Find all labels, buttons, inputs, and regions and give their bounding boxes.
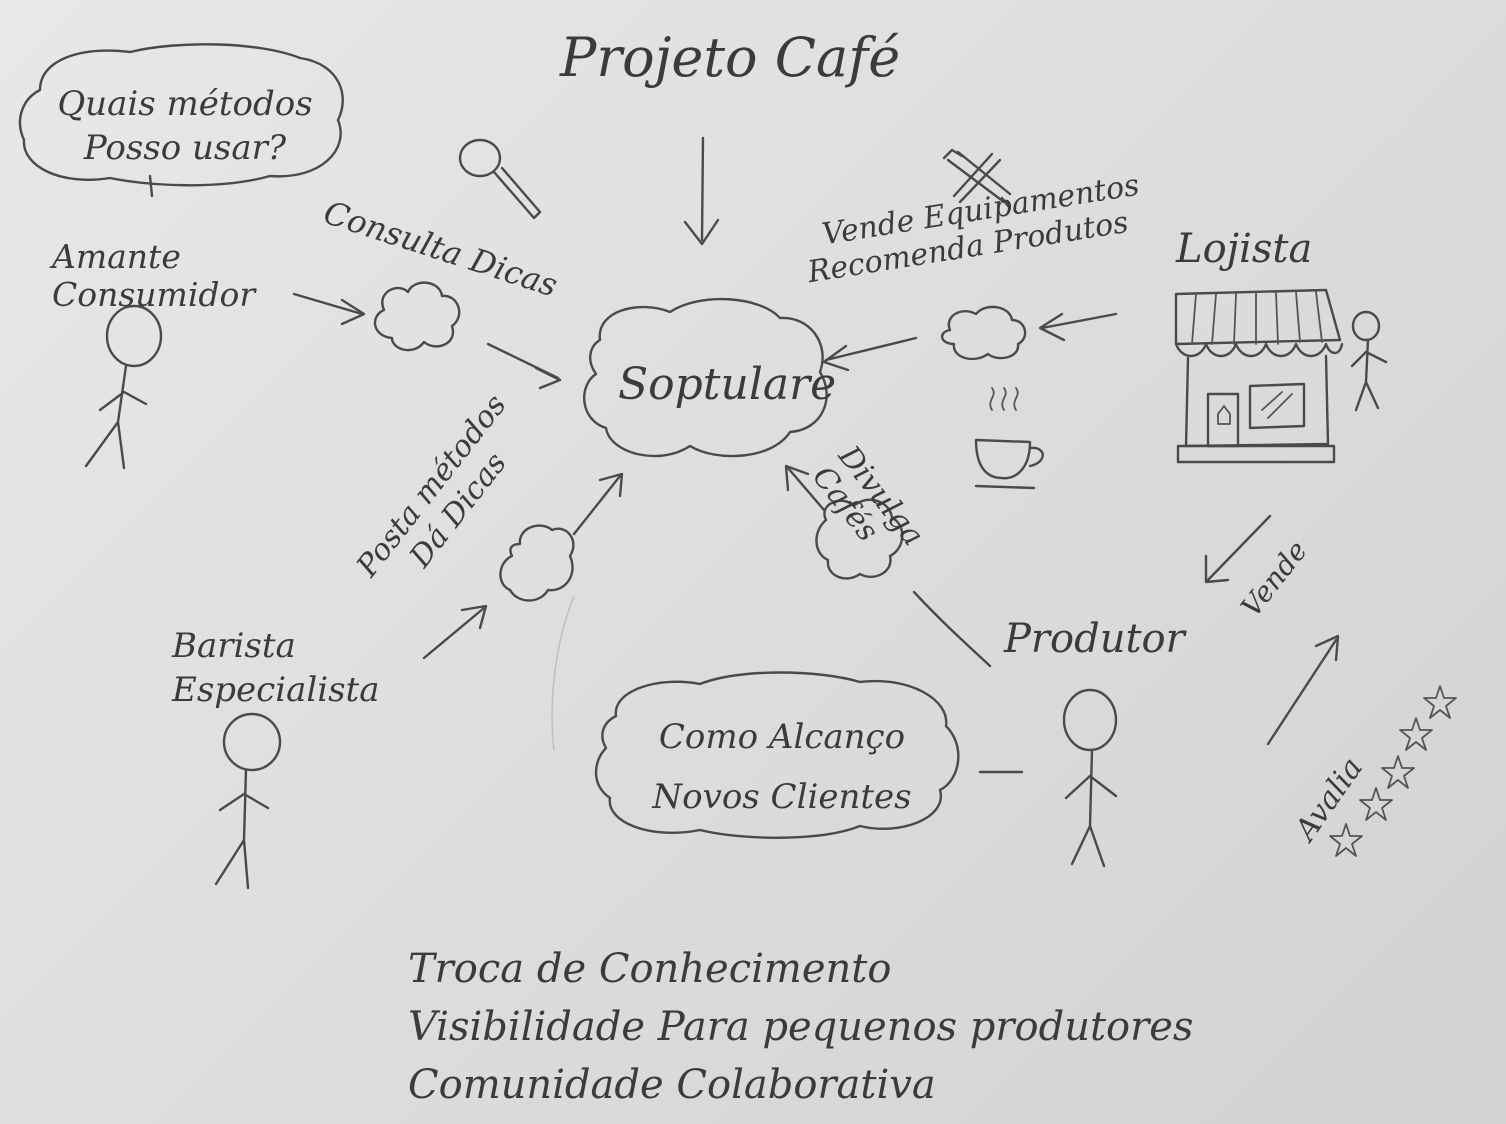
actor-amante-line2: Consumidor [52, 274, 256, 314]
stick-figure-barista [214, 712, 282, 890]
center-cloud-shape [583, 297, 828, 458]
stick-figure-produtor [1062, 688, 1118, 868]
speech-bubble-text: Quais métodos Posso usar? [40, 82, 330, 170]
page-title: Projeto Café [560, 26, 901, 89]
footer-line-1: Troca de Conhecimento [408, 946, 892, 992]
footer-notes: Troca de Conhecimento Visibilidade Para … [408, 940, 1193, 1114]
actor-barista-label: Barista Especialista [172, 624, 379, 712]
arrow-amante-to-cloud [292, 292, 366, 326]
actor-produtor-label: Produtor [1004, 616, 1185, 662]
arrow-vende-to-center [822, 336, 918, 372]
arrow-barista-to-cloud [422, 604, 488, 660]
actor-barista-line1: Barista [172, 626, 296, 666]
tools-icon [942, 148, 1012, 208]
speech-bubble-shape [18, 43, 344, 198]
cloud-consulta [373, 281, 461, 352]
arrow-title-to-center [683, 136, 720, 246]
central-node-label: Soptulare [618, 359, 837, 410]
arrow-cloud-to-center [486, 342, 562, 390]
thought-bubble-line2: Novos Clientes [652, 776, 912, 817]
cloud-divulga [815, 498, 904, 580]
arrow-lojista-to-produtor [1204, 514, 1272, 584]
speech-bubble-line1: Quais métodos [57, 84, 313, 124]
arrow-avalia-up [1266, 634, 1340, 746]
stick-figure-lojista [1350, 310, 1388, 412]
shop-icon [1174, 288, 1344, 464]
arrow-posta-to-center [572, 472, 624, 536]
speech-bubble-line2: Posso usar? [83, 128, 287, 169]
stick-figure-amante [84, 304, 163, 470]
thought-bubble-line1: Como Alcanço [658, 717, 906, 757]
rating-stars [1329, 685, 1457, 857]
arrow-lojista-to-cloud [1038, 312, 1118, 342]
thought-bubble-shape [594, 671, 960, 839]
actor-lojista-label: Lojista [1176, 226, 1313, 272]
faint-guide-line [551, 595, 575, 751]
actor-amante-label: Amante Consumidor [52, 238, 255, 314]
footer-line-2: Visibilidade Para pequenos produtores [408, 1004, 1194, 1050]
footer-line-3: Comunidade Colaborativa [408, 1062, 936, 1108]
actor-amante-line1: Amante [52, 237, 181, 276]
line-produtor-to-divulga [912, 590, 992, 668]
cloud-posta [499, 524, 575, 602]
cloud-vende [941, 305, 1027, 361]
magnifier-icon [458, 138, 542, 220]
arrow-divulga-to-center [784, 464, 826, 512]
actor-barista-line2: Especialista [172, 670, 380, 711]
coffee-cup-icon [974, 387, 1044, 490]
thought-bubble-text: Como Alcanço Novos Clientes [612, 708, 952, 827]
